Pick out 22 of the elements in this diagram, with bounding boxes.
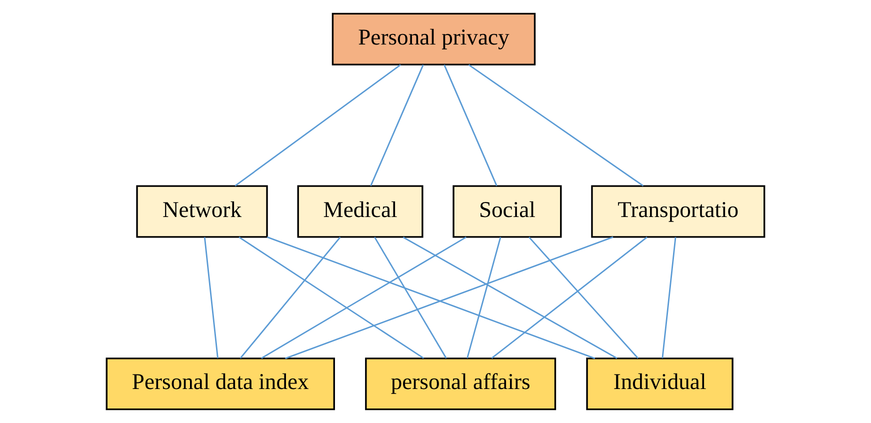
connector bbox=[491, 236, 648, 359]
connector bbox=[234, 64, 401, 186]
node-box: Individual bbox=[586, 358, 734, 410]
connector bbox=[468, 64, 644, 186]
connector bbox=[261, 236, 466, 359]
connector bbox=[528, 236, 638, 359]
connector bbox=[240, 236, 341, 359]
connector bbox=[402, 236, 618, 359]
node-box: Social bbox=[452, 185, 562, 238]
connector bbox=[238, 236, 424, 359]
connector bbox=[370, 64, 424, 186]
node-box: Medical bbox=[297, 185, 424, 238]
node-box: Personal privacy bbox=[332, 12, 536, 66]
connector bbox=[444, 64, 498, 186]
node-box: Network bbox=[136, 185, 268, 238]
node-box: Personal data index bbox=[106, 358, 335, 410]
connector bbox=[204, 237, 218, 358]
connector bbox=[466, 237, 502, 358]
connector bbox=[374, 236, 447, 359]
node-box: personal affairs bbox=[365, 358, 556, 410]
connector bbox=[662, 237, 676, 358]
node-box: Transportatio bbox=[591, 185, 766, 238]
